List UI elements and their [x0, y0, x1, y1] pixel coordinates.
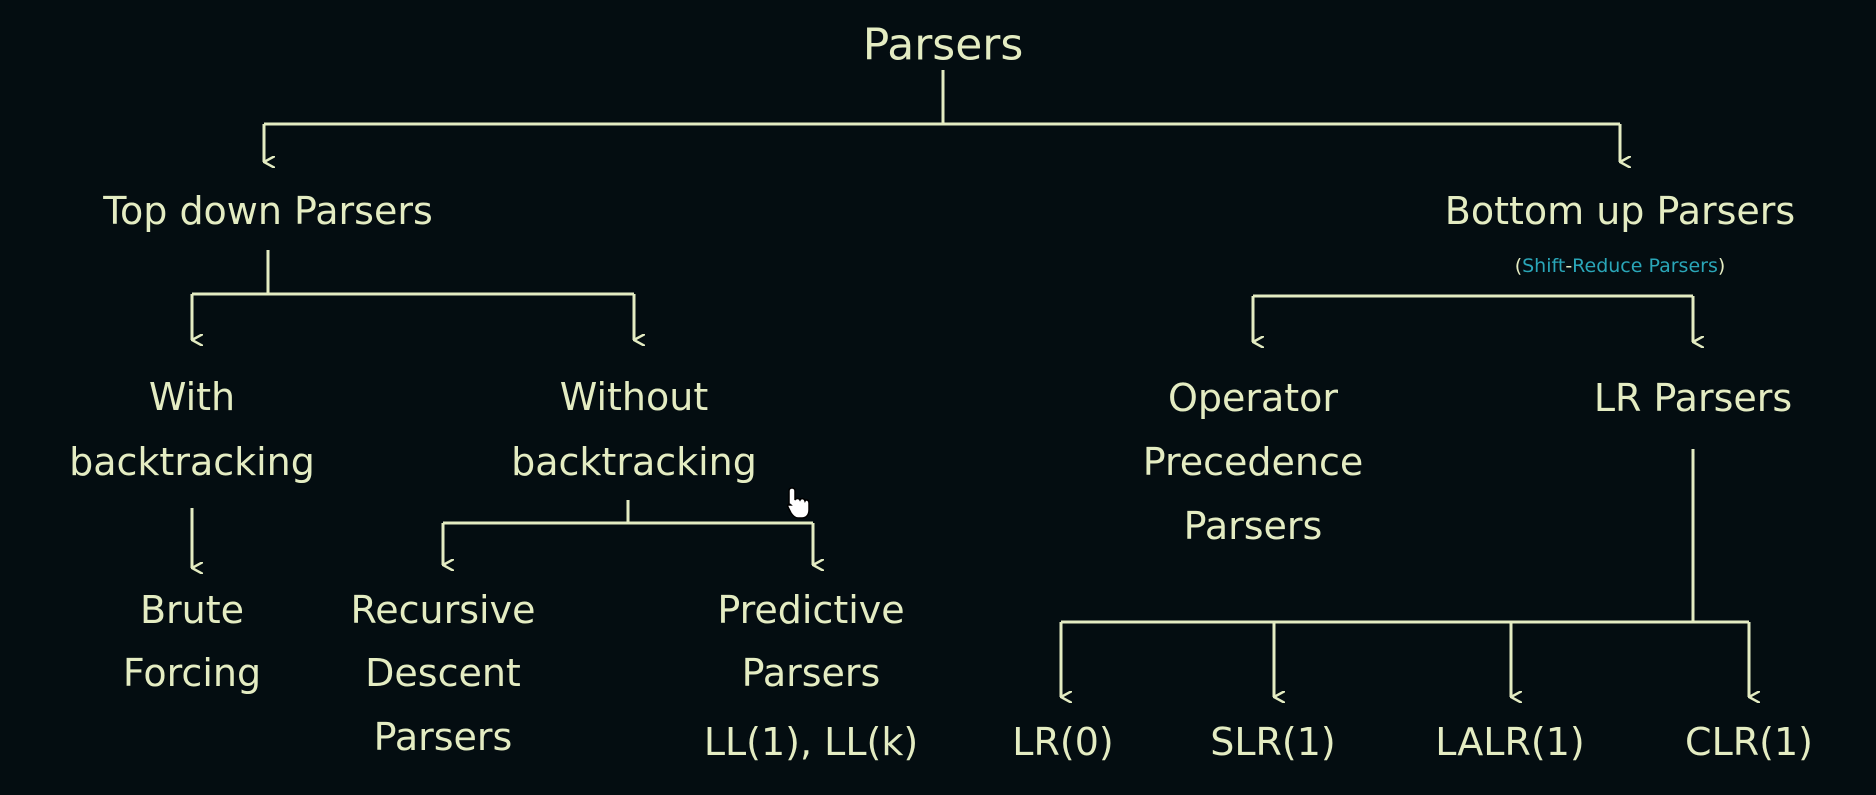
slr1-label: SLR(1)	[1210, 720, 1336, 764]
operator-line1: Operator	[1168, 376, 1338, 420]
operator-line2: Precedence	[1143, 440, 1364, 484]
lalr1-label: LALR(1)	[1435, 720, 1584, 764]
with-bt-line2: backtracking	[69, 440, 315, 484]
lr0-label: LR(0)	[1012, 720, 1113, 764]
without-bt-line1: Without	[560, 375, 709, 419]
root-stem	[264, 70, 1620, 126]
brute-line2: Forcing	[123, 651, 261, 695]
hand-cursor-icon	[787, 487, 810, 519]
without-bt-stem	[443, 500, 813, 525]
recursive-line2: Descent	[365, 651, 521, 695]
predictive-line1: Predictive	[717, 588, 904, 632]
connectors	[190, 70, 1749, 697]
bottom-up-label: Bottom up Parsers	[1445, 189, 1795, 233]
top-down-stem	[192, 250, 634, 296]
recursive-line1: Recursive	[351, 588, 536, 632]
operator-line3: Parsers	[1184, 504, 1323, 548]
lr-parsers-label: LR Parsers	[1594, 376, 1792, 420]
lr-stem	[1061, 449, 1749, 624]
recursive-line3: Parsers	[374, 715, 513, 759]
shift-reduce-subtitle: (Shift-Reduce Parsers)	[1515, 255, 1726, 277]
clr1-label: CLR(1)	[1685, 720, 1813, 764]
predictive-line3: LL(1), LL(k)	[704, 720, 918, 764]
with-bt-line1: With	[149, 375, 235, 419]
root-label: Parsers	[863, 20, 1024, 71]
brute-line1: Brute	[140, 588, 244, 632]
without-bt-line2: backtracking	[511, 440, 757, 484]
predictive-line2: Parsers	[742, 651, 881, 695]
top-down-label: Top down Parsers	[102, 189, 433, 233]
